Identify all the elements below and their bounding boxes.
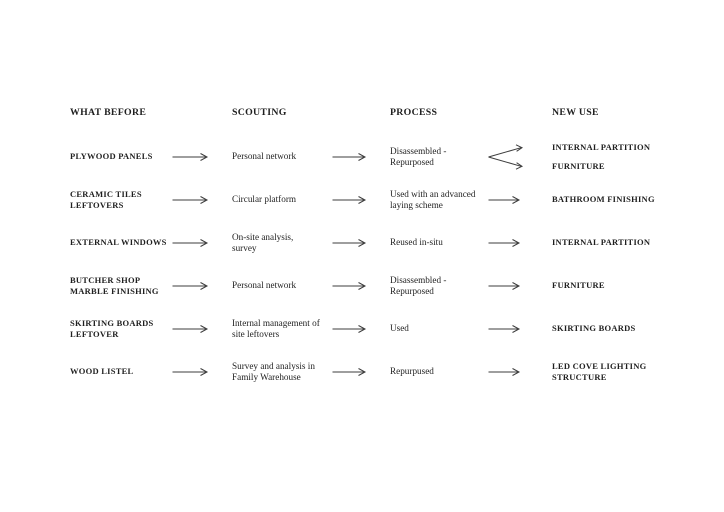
what-before-item: PLYWOOD PANELS: [70, 151, 153, 162]
what-before-item: EXTERNAL WINDOWS: [70, 237, 167, 248]
scouting-item: Circular platform: [232, 194, 297, 204]
new-use-line: INTERNAL PARTITION: [552, 142, 651, 152]
scouting-item: Internal management of site leftovers: [232, 317, 320, 339]
what-before-item: WOOD LISTEL: [70, 366, 134, 377]
flow-arrow-icon: [332, 178, 390, 221]
process-item: Reused in-situ: [390, 237, 443, 247]
column-header-new-use: NEW USE: [552, 107, 599, 118]
what-before-item: CERAMIC TILES LEFTOVERS: [70, 189, 142, 210]
column-header-scouting: SCOUTING: [232, 107, 287, 118]
flow-arrow-icon: [172, 221, 232, 264]
scouting-item: Survey and analysis in Family Warehouse: [232, 360, 315, 382]
flow-arrow-icon: [172, 350, 232, 393]
flow-arrow-icon: [172, 307, 232, 350]
spacer: [172, 107, 232, 135]
flow-arrow-icon: [172, 264, 232, 307]
new-use-item: INTERNAL PARTITION: [552, 237, 651, 248]
flow-arrow-icon: [488, 178, 552, 221]
column-header-what-before: WHAT BEFORE: [70, 107, 147, 118]
spacer: [332, 107, 390, 135]
flow-arrow-icon: [332, 264, 390, 307]
flow-arrow-icon: [332, 221, 390, 264]
flow-arrow-icon: [488, 221, 552, 264]
flow-arrow-icon: [488, 350, 552, 393]
new-use-item: BATHROOM FINISHING: [552, 194, 655, 205]
new-use-item: SKIRTING BOARDS: [552, 323, 636, 334]
new-use-line: FURNITURE: [552, 160, 605, 171]
flow-arrow-icon: [488, 264, 552, 307]
spacer: [488, 107, 552, 135]
what-before-item: SKIRTING BOARDS LEFTOVER: [70, 318, 154, 339]
process-item: Used with an advanced laying scheme: [390, 188, 476, 210]
flow-diagram: WHAT BEFORE SCOUTING PROCESS NEW USE PLY…: [70, 107, 724, 393]
column-header-process: PROCESS: [390, 107, 438, 118]
flow-arrow-icon: [332, 135, 390, 178]
scouting-item: Personal network: [232, 280, 297, 290]
flow-arrow-icon: [332, 350, 390, 393]
process-item: Used: [390, 323, 409, 333]
flow-arrow-icon: [332, 307, 390, 350]
scouting-item: On-site analysis, survey: [232, 231, 294, 253]
new-use-item: INTERNAL PARTITION FURNITURE: [552, 135, 724, 178]
flow-arrow-icon: [172, 135, 232, 178]
new-use-item: LED COVE LIGHTING STRUCTURE: [552, 361, 647, 382]
flow-arrow-icon: [488, 307, 552, 350]
process-item: Disassembled - Repurposed: [390, 274, 447, 296]
flow-arrow-icon: [172, 178, 232, 221]
process-item: Disassembled - Repurposed: [390, 145, 447, 167]
what-before-item: BUTCHER SHOP MARBLE FINISHING: [70, 275, 159, 296]
process-item: Repurpused: [390, 366, 434, 376]
scouting-item: Personal network: [232, 151, 297, 161]
new-use-item: FURNITURE: [552, 280, 605, 291]
fork-arrow-icon: [488, 135, 552, 178]
